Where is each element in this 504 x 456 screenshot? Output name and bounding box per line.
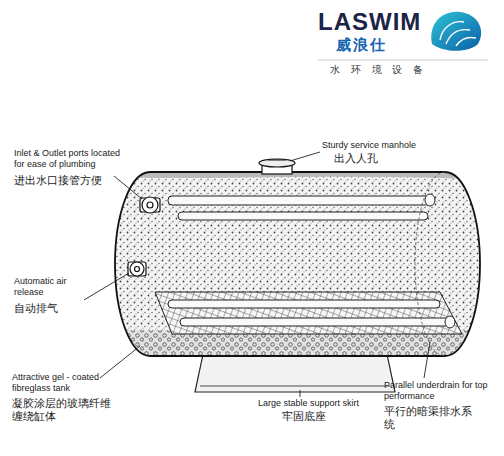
logo-tagline: 水 环 境 设 备	[330, 64, 490, 76]
callout-label: Sturdy service manhole	[322, 140, 482, 151]
logo-shell	[431, 12, 481, 51]
distributor-pipes	[168, 194, 455, 328]
callout-label: 自动排气	[14, 302, 90, 315]
callout-label: 进出水口接管方便	[14, 174, 114, 187]
callout-label: 牢固底座	[282, 410, 362, 423]
inlet-outlet-port	[128, 197, 160, 276]
tank-shell	[115, 172, 480, 356]
callout-label: 出入人孔	[334, 152, 434, 165]
callout-label: 凝胶涂层的玻璃纤维缠绕缸体	[12, 397, 116, 423]
leader-lines	[84, 152, 430, 397]
callout-label: Automatic air release	[14, 276, 90, 298]
callout-label: Parallel underdrain for top performance	[384, 380, 496, 402]
callout-label: Attractive gel - coated fibreglass tank	[12, 372, 122, 394]
service-manhole	[259, 159, 295, 174]
logo-wordmark: LASWIM	[318, 8, 428, 37]
logo-chinese-name: 威浪仕	[336, 36, 416, 54]
logo-rule	[318, 60, 488, 61]
filter-media	[100, 160, 500, 370]
callout-label: Large stable support skirt	[258, 398, 398, 409]
callout-label: 平行的暗渠排水系统	[384, 405, 472, 431]
callout-label: Inlet & Outlet ports located for ease of…	[14, 148, 126, 170]
